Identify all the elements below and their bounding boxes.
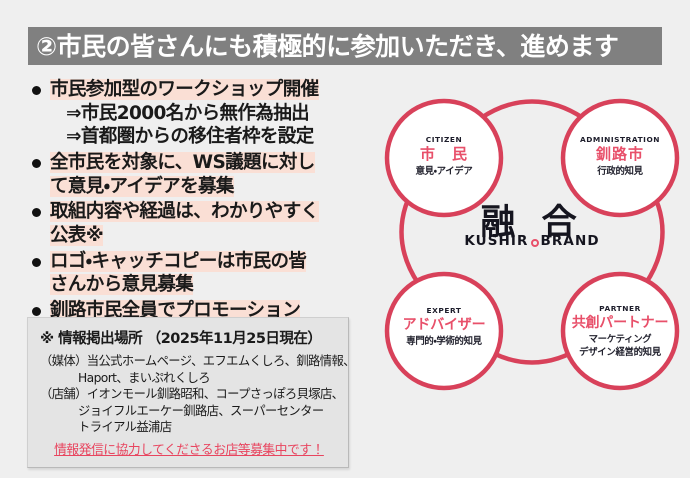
list-item: 全市民を対象に、WS議題に対し て意見・アイデアを募集 [24,151,364,198]
info-box-line: ジョイフルエーケー釧路店、スーパーセンター [78,403,324,418]
page-title: ②市民の皆さんにも積極的に参加いただき、進めます [36,31,619,61]
diagram-node-expert: EXPERT アドバイザー 専門的・学術的知見 [390,307,498,349]
bullet-line-text: て意見・アイデアを募集 [50,175,234,197]
circle-administration [560,98,680,218]
bullet-list: 市民参加型のワークショップ開催 ⇒市民2000名から無作為抽出 ⇒首都圏からの移… [24,78,364,323]
list-item: 市民参加型のワークショップ開催 ⇒市民2000名から無作為抽出 ⇒首都圏からの移… [24,78,364,149]
bullet-line-text: 釧路市民全員でプロモーション [50,300,301,322]
node-label-en: EXPERT [426,306,462,315]
node-label-en: PARTNER [599,304,641,313]
node-label-en: CITIZEN [425,135,463,144]
fusion-diagram: CITIZEN 市 民 意見・アイデア ADMINISTRATION 釧路市 行… [384,84,680,406]
logo-subtitle-after: BRAND [540,233,600,249]
bullet-line-text: ⇒首都圏からの移住者枠を設定 [66,126,314,148]
bullet-line-text: ロゴ・キャッチコピーは市民の皆 [50,250,307,272]
info-box: ※ 情報掲出場所 （2025年11月25日現在） （媒体）当公式ホームページ、エ… [27,317,355,468]
bullet-line: ロゴ・キャッチコピーは市民の皆 [50,250,364,274]
bullet-line-text: 公表※ [50,225,104,247]
bullet-line-text: さんから意見募集 [50,274,194,296]
node-description: マーケティング [588,334,652,346]
node-description: デザイン経営的知見 [579,347,661,359]
bullet-line: 釧路市民全員でプロモーション [50,299,364,323]
bullet-line: 公表※ [50,224,364,248]
diagram-graphic [384,98,680,391]
list-item: 取組内容や経過は、わかりやすく 公表※ [24,200,364,247]
node-description: 行政的知見 [597,166,643,178]
arc-top [478,99,586,121]
center-logo: 融 合 KUSHIR BRAND [450,206,614,249]
bullet-line: て意見・アイデアを募集 [50,175,364,199]
circle-partner [560,271,680,391]
bullet-line: 全市民を対象に、WS議題に対し [50,151,364,175]
info-box-line: Haport、まいぷれくしろ [78,370,211,385]
logo-kanji: 融 合 [480,203,584,243]
diagram-node-partner: PARTNER 共創パートナー マーケティング デザイン経営的知見 [566,305,674,360]
node-description: 意見・アイデア [415,166,473,178]
node-label-jp: 釧路市 [595,145,644,164]
circle-o-icon [530,238,539,247]
info-box-line: （媒体）当公式ホームページ、エフエムくしろ、釧路情報、 [40,354,355,368]
bullet-line-text: 取組内容や経過は、わかりやすく [50,201,319,223]
circle-citizen [384,98,504,218]
circle-expert [384,271,504,391]
node-label-en: ADMINISTRATION [579,135,661,144]
info-box-call-to-action: 情報発信に協力してくださるお店等募集中です！ [54,442,324,458]
logo-subtitle: KUSHIR BRAND [450,233,614,249]
bullet-line: 市民参加型のワークショップ開催 [50,78,364,102]
bullet-line-text: 全市民を対象に、WS議題に対し [50,152,315,174]
bullet-line: さんから意見募集 [50,273,364,297]
section-header-bar: ②市民の皆さんにも積極的に参加いただき、進めます [28,27,662,65]
info-box-line: （店舗）イオンモール釧路昭和、コープさっぽろ貝塚店、 [40,387,344,402]
node-label-jp: 共創パートナー [571,315,669,332]
list-item: 釧路市民全員でプロモーション [24,299,364,323]
bullet-line: ⇒首都圏からの移住者枠を設定 [50,125,364,149]
diagram-node-citizen: CITIZEN 市 民 意見・アイデア [390,136,498,179]
node-description: 専門的・学術的知見 [406,336,482,348]
left-content-column: 市民参加型のワークショップ開催 ⇒市民2000名から無作為抽出 ⇒首都圏からの移… [24,78,364,325]
bullet-line-text: 市民参加型のワークショップ開催 [50,79,319,100]
node-label-jp: 市 民 [419,145,468,164]
logo-subtitle-before: KUSHIR [464,233,529,249]
node-label-jp: アドバイザー [402,317,486,334]
bullet-line: ⇒市民2000名から無作為抽出 [50,102,364,126]
bullet-line: 取組内容や経過は、わかりやすく [50,200,364,224]
list-item: ロゴ・キャッチコピーは市民の皆 さんから意見募集 [24,250,364,297]
diagram-node-administration: ADMINISTRATION 釧路市 行政的知見 [566,136,674,179]
info-box-line: トライアル益浦店 [78,420,172,435]
bullet-line-text: ⇒市民2000名から無作為抽出 [66,102,310,124]
info-box-title: ※ 情報掲出場所 （2025年11月25日現在） [40,331,322,347]
